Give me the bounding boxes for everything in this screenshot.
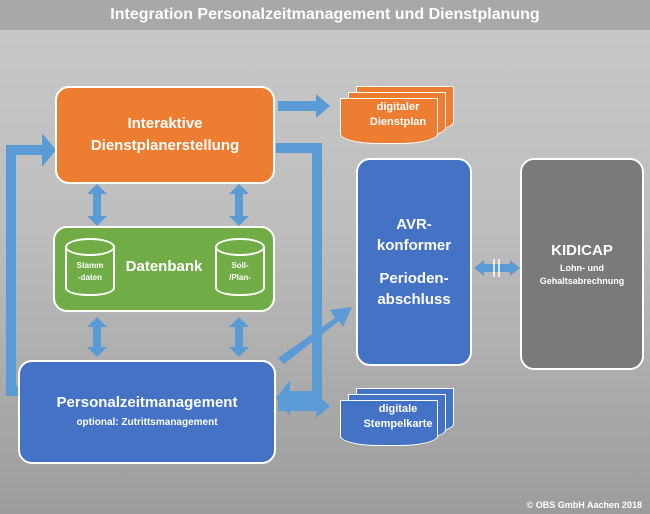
cyl2-line2: /Plan-: [229, 273, 251, 282]
cyl1-line1: Stamm: [76, 261, 104, 270]
avr-line1: AVR-: [396, 216, 432, 233]
interface-marker: [493, 259, 500, 277]
datenbank-title: Datenbank: [125, 258, 203, 275]
pzm-subtitle: optional: Zutrittsmanagement: [76, 417, 218, 428]
personalzeitmanagement-box: Personalzeitmanagement optional: Zutritt…: [18, 360, 276, 464]
database-cylinder-soll: Soll- /Plan-: [215, 238, 265, 302]
avr-line3: Perioden-: [379, 270, 449, 287]
kidicap-box: KIDICAP Lohn- und Gehaltsabrechnung: [520, 158, 644, 370]
cyl1-line2: -daten: [78, 273, 102, 282]
loop-arrow-right: [276, 143, 322, 416]
doc-dienst-line1: digitaler: [376, 101, 420, 113]
diagram-title: Integration Personalzeitmanagement und D…: [0, 0, 650, 30]
kidicap-line2: Gehaltsabrechnung: [539, 276, 625, 286]
avr-periodenabschluss-box: AVR- konformer Perioden- abschluss: [356, 158, 472, 366]
cyl2-line1: Soll-: [231, 261, 249, 270]
datenbank-box: Stamm -daten Datenbank Soll- /Plan-: [53, 226, 275, 312]
kidicap-title: KIDICAP: [551, 242, 613, 259]
doc-stempel-line2: Stempelkarte: [363, 418, 433, 430]
document-digitale-stempelkarte: digitale Stempelkarte: [340, 388, 456, 448]
avr-line4: abschluss: [377, 291, 451, 308]
document-digitaler-dienstplan: digitaler Dienstplan: [340, 86, 456, 146]
dienst-line1: Interaktive: [127, 115, 203, 132]
arrow-to-stempelkarte: [278, 394, 330, 418]
kidicap-line1: Lohn- und: [560, 263, 604, 273]
loop-arrow-left: [6, 133, 56, 396]
copyright-notice: © OBS GmbH Aachen 2018: [526, 500, 642, 510]
pzm-title: Personalzeitmanagement: [56, 394, 238, 411]
arrow-to-avr: [278, 307, 352, 364]
arrow-db-pzm-right: [229, 317, 249, 357]
arrow-dienst-db-right: [229, 184, 249, 226]
arrow-avr-kidicap: [474, 260, 520, 276]
dienst-line2: Dienstplanerstellung: [90, 137, 240, 154]
arrow-to-dienstplan: [278, 94, 330, 118]
database-cylinder-stammdaten: Stamm -daten: [65, 238, 115, 302]
avr-line2: konformer: [376, 237, 452, 254]
arrow-db-pzm-left: [87, 317, 107, 357]
doc-stempel-line1: digitale: [378, 403, 418, 415]
arrow-dienst-db-left: [87, 184, 107, 226]
dienstplanerstellung-box: Interaktive Dienstplanerstellung: [55, 86, 275, 184]
doc-dienst-line2: Dienstplan: [369, 116, 427, 128]
